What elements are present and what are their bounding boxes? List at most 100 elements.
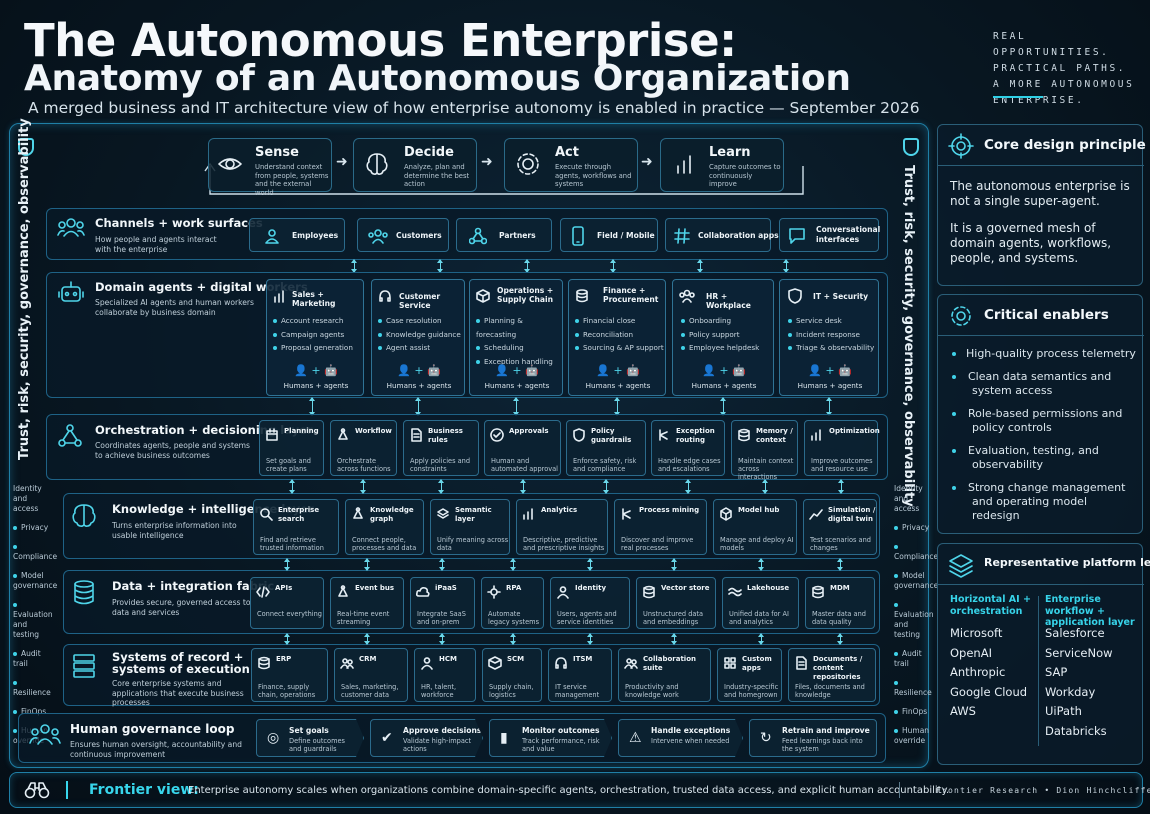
chip-desc: Master data and data quality — [812, 610, 866, 626]
divider — [938, 584, 1144, 585]
code-icon — [256, 586, 270, 598]
list-item: Salesforce — [1045, 626, 1105, 640]
robot-icon — [58, 281, 84, 302]
database-icon — [738, 428, 750, 442]
list-item: Onboarding — [689, 316, 732, 325]
connector-arrow — [360, 479, 366, 494]
bar-chart-icon — [811, 429, 821, 441]
chip-label: RPA — [506, 584, 522, 592]
channel-field-mobile: Field / Mobile — [560, 218, 658, 252]
chart-line-icon — [809, 509, 823, 520]
divider — [66, 781, 68, 799]
cloud-icon — [416, 587, 430, 597]
chip-label: Documents / content repositories — [813, 655, 863, 681]
chip-desc: Finance, supply chain, operations — [258, 683, 316, 699]
branch-icon — [622, 508, 631, 520]
brain-icon — [366, 153, 388, 175]
chip-label: APIs — [275, 584, 293, 592]
tagline-accent-line — [993, 96, 1043, 98]
connector-arrow — [438, 479, 444, 494]
chip-label: Analytics — [541, 506, 578, 514]
tagline-line: A MORE AUTONOMOUS — [993, 79, 1135, 90]
target-icon — [948, 133, 974, 159]
chip-desc: Manage and deploy AI models — [720, 536, 794, 552]
chip-desc: Orchestrate across functions — [337, 457, 391, 473]
band-desc: How people and agents interact with the … — [95, 235, 217, 254]
chip-desc: Productivity and knowledge work — [625, 683, 679, 699]
step-desc: Feed learnings back into the system — [782, 737, 863, 753]
list-item: FinOps — [894, 707, 934, 717]
shield-icon — [788, 288, 802, 304]
list-item: AWS — [950, 704, 976, 718]
cube-icon — [720, 507, 732, 521]
users-icon — [340, 658, 354, 669]
divider — [938, 165, 1144, 166]
network-icon — [58, 424, 82, 447]
divider — [899, 782, 900, 798]
gear-icon — [517, 153, 539, 175]
list-item: Model governance — [13, 571, 58, 590]
chip-label: Knowledge graph — [370, 506, 414, 523]
principle-text: The autonomous enterprise is not a singl… — [950, 179, 1130, 208]
human-plus-agent-icon: 👤 + 🤖 — [294, 364, 338, 377]
list-item: Evaluation and testing — [894, 600, 934, 640]
connector-arrow — [720, 397, 726, 416]
connector-arrow — [671, 633, 677, 645]
connector-arrow — [520, 479, 526, 494]
headset-icon — [555, 657, 567, 669]
shield-icon — [573, 428, 585, 442]
chip-label: Approvals — [509, 427, 549, 435]
step-desc: Track performance, risk and value — [522, 737, 600, 753]
agent-card-footer: Humans + agents — [585, 381, 651, 390]
database-icon — [258, 656, 270, 670]
band-title: Orchestration + decisioning layer — [95, 423, 313, 437]
connector-arrow — [524, 259, 530, 273]
right-governance-list: Identity and access Privacy Compliance M… — [894, 484, 939, 755]
platform-list-horizontal: Microsoft OpenAI Anthropic Google Cloud … — [950, 624, 1027, 722]
panel-title: Critical enablers — [984, 307, 1109, 323]
page-subtitle: A merged business and IT architecture vi… — [28, 99, 920, 117]
chip-label: Simulation / digital twin — [828, 506, 876, 523]
channel-collaboration-apps: Collaboration apps — [665, 218, 779, 252]
chip-desc: Human and automated approval — [491, 457, 559, 473]
chip-desc: Maintain context across interactions — [738, 457, 794, 481]
agent-card-title: IT + Security — [813, 292, 869, 301]
chip-label: ITSM — [573, 655, 593, 663]
list-item: Audit trail — [13, 649, 41, 668]
connector-arrow — [284, 558, 290, 571]
human-plus-agent-icon: 👤 + 🤖 — [495, 364, 539, 377]
agent-card-footer: Humans + agents — [797, 381, 863, 390]
critical-enablers-panel: Critical enablers High-quality process t… — [937, 294, 1144, 534]
band-title: Channels + work surfaces — [95, 216, 263, 230]
list-item: Model governance — [894, 571, 939, 590]
target-icon: ◎ — [267, 730, 280, 746]
loop-step-learn: Learn Capture outcomes to continuously i… — [660, 138, 784, 192]
connector-arrow — [439, 633, 445, 645]
agent-card-items: Onboarding Policy support Employee helpd… — [681, 314, 759, 355]
eye-icon — [218, 158, 242, 170]
agent-card-sales-marketing: Sales + Marketing Account research Campa… — [266, 279, 364, 396]
loop-step-desc: Understand context from people, systems … — [255, 163, 329, 197]
list-item: Compliance — [894, 542, 938, 562]
list-item: UiPath — [1045, 704, 1082, 718]
connector-arrow — [289, 479, 295, 494]
band-title: Domain agents + digital workers — [95, 280, 308, 294]
footer-bar: Frontier view: Enterprise autonomy scale… — [9, 772, 1150, 808]
chip-label: Optimization — [829, 427, 880, 435]
loop-step-title: Sense — [255, 145, 299, 160]
list-item: ServiceNow — [1045, 645, 1113, 660]
chip-label: Lakehouse — [747, 584, 790, 592]
list-item: Privacy — [894, 523, 934, 533]
platform-list-enterprise: Salesforce ServiceNow SAP Workday UiPath… — [1045, 624, 1113, 741]
chip-label: Partners — [499, 231, 536, 240]
connector-arrow — [351, 259, 357, 273]
calendar-icon — [266, 428, 278, 441]
channel-employees: Employees — [249, 218, 345, 252]
list-item: Microsoft — [950, 626, 1003, 640]
